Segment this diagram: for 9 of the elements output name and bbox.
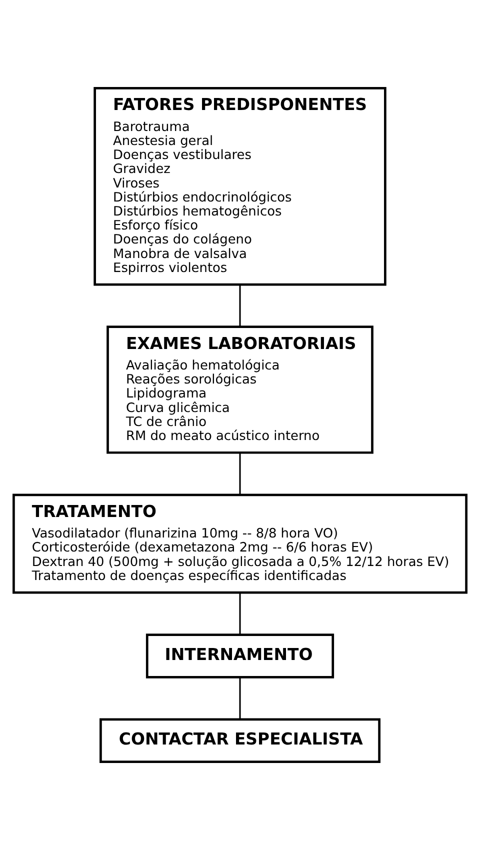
- connector: [238, 677, 240, 719]
- node-box: EXAMES LABORATORIAIS Avaliação hematológica Reações sorológicas Lipidograma Curva glicêmica TC de crânio RM do meato acústico interno: [106, 326, 373, 454]
- node-box: INTERNAMENTO: [145, 634, 334, 678]
- node-box: CONTACTAR ESPECIALISTA: [99, 718, 380, 763]
- node-box: FATORES PREDISPONENTES Barotrauma Anestesia geral Doenças vestibulares Gravidez Viroses Distúrbios endocrinológicos Distúrbios hematogênicos Esforço físico Doenças do colágeno Manobra de valsalva Espirros violentos: [93, 87, 386, 286]
- node-box: TRATAMENTO Vasodilatador (flunarizina 10mg -- 8/8 hora VO) Corticosteróide (dexametazona 2mg -- 6/6 horas EV) Dextran 40 (500mg + solução glicosada a 0,5% 12/12 horas EV) Tratamento de doenças específicas identificadas: [12, 494, 467, 594]
- connector: [238, 284, 240, 326]
- connector: [238, 592, 240, 635]
- connector: [238, 452, 240, 495]
